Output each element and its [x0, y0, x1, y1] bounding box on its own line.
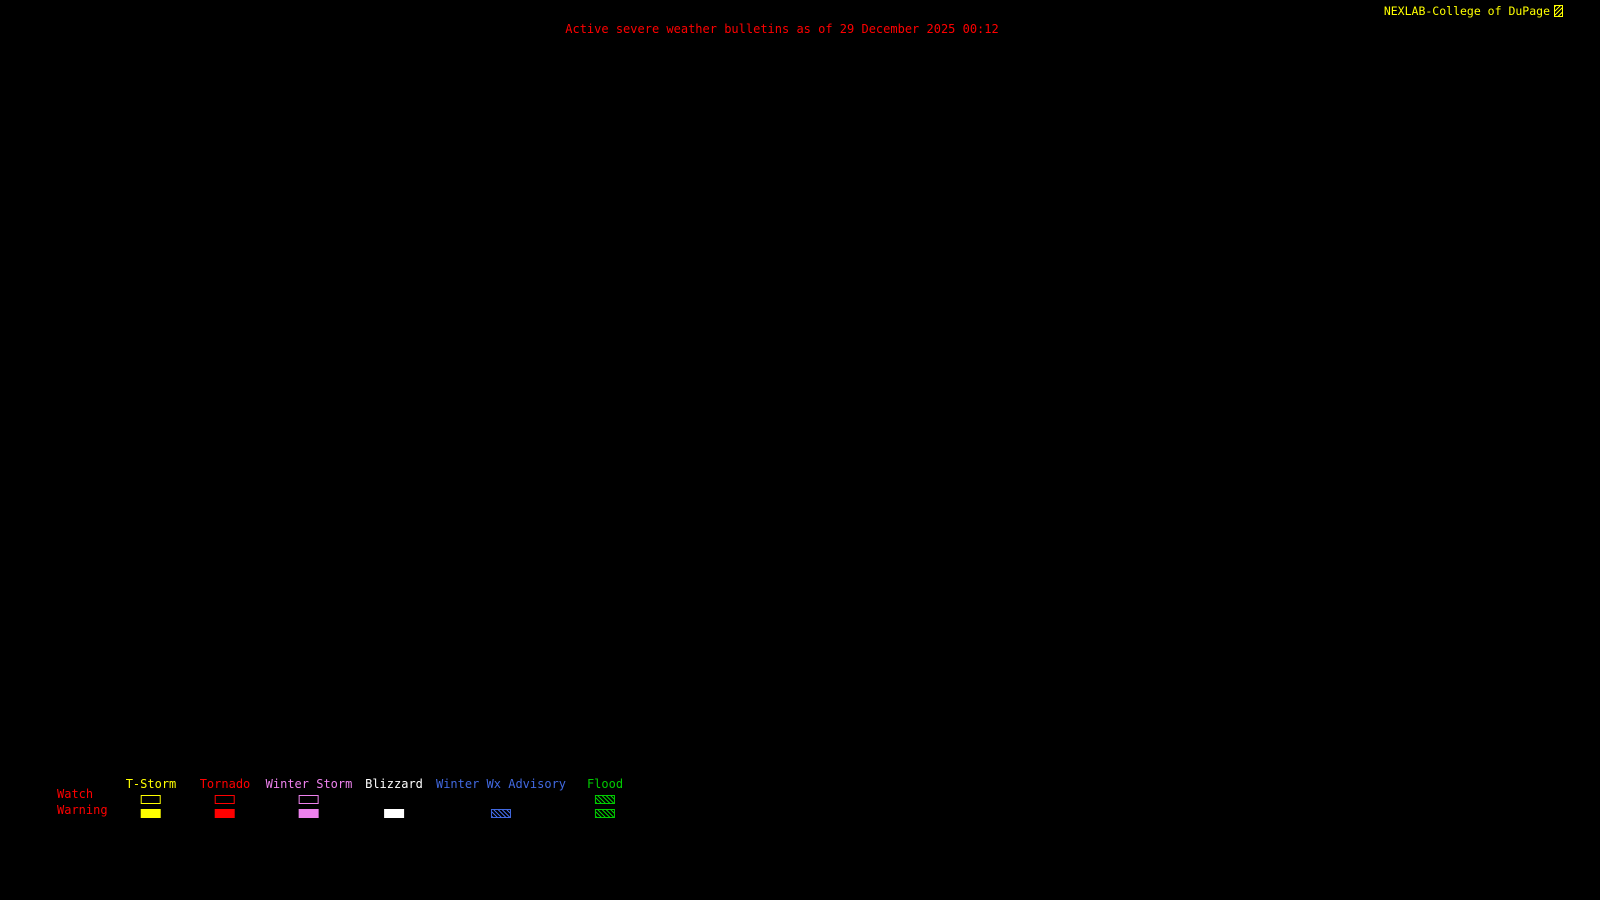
winter-storm-watch-swatch: [298, 795, 319, 804]
legend-label-tstorm: T-Storm: [125, 777, 177, 791]
tornado-warning-swatch: [214, 809, 235, 818]
cod-logo-icon: [1554, 5, 1563, 17]
brand-label: NEXLAB-College of DuPage: [1383, 4, 1550, 18]
watch-row-label: Watch: [57, 787, 94, 801]
legend-label-winter-wx-advisory: Winter Wx Advisory: [435, 777, 567, 791]
warning-row-label: Warning: [57, 803, 108, 817]
legend-column-winter-wx-advisory: Winter Wx Advisory: [436, 778, 566, 818]
flood-warning-swatch: [595, 809, 615, 818]
tstorm-warning-swatch: [140, 809, 161, 818]
legend-label-blizzard: Blizzard: [365, 777, 423, 791]
legend-column-blizzard: Blizzard: [365, 778, 423, 818]
legend-column-winter-storm: Winter Storm: [265, 777, 353, 818]
blizzard-warning-swatch: [383, 809, 404, 818]
legend-label-winter-storm: Winter Storm: [265, 777, 353, 791]
brand: NEXLAB-College of DuPage: [1384, 4, 1563, 18]
winter-storm-warning-swatch: [298, 809, 319, 818]
winter-wx-advisory-warning-swatch: [490, 809, 511, 818]
legend-column-flood: Flood: [587, 778, 623, 818]
legend: Watch Warning T-Storm Tornado Winter Sto…: [0, 775, 720, 835]
tornado-watch-swatch: [214, 795, 235, 804]
tstorm-watch-swatch: [140, 795, 161, 804]
legend-column-tstorm: T-Storm: [125, 777, 177, 818]
page-title: Active severe weather bulletins as of 29…: [565, 22, 999, 36]
flood-watch-swatch: [595, 795, 615, 804]
legend-column-tornado: Tornado: [199, 777, 251, 818]
legend-label-tornado: Tornado: [199, 777, 251, 791]
legend-label-flood: Flood: [586, 777, 624, 791]
